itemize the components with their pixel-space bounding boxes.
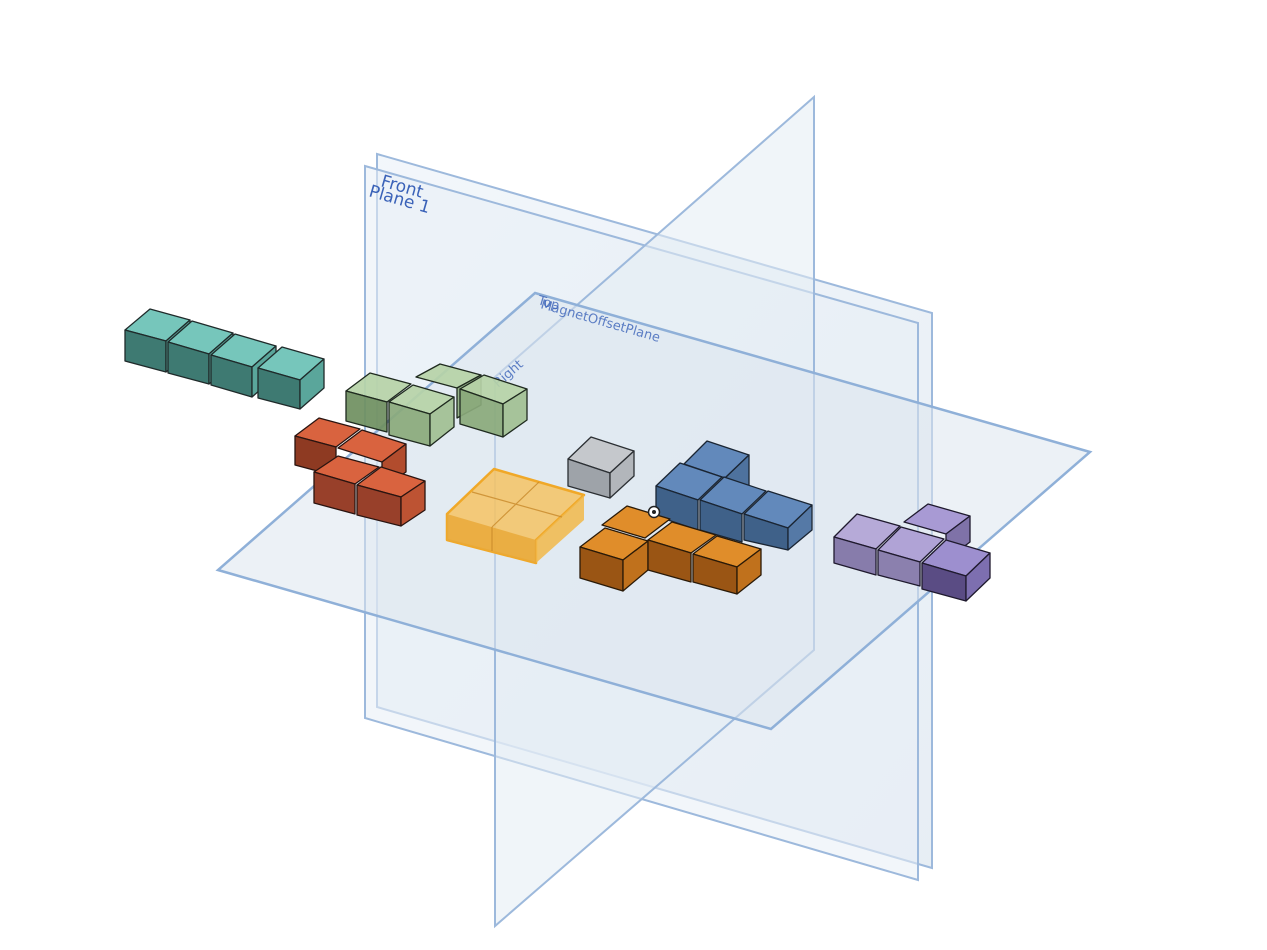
part-green-s-piece[interactable] — [345, 363, 528, 447]
mate-connector-icon[interactable] — [647, 505, 661, 519]
part-purple-t-piece[interactable] — [833, 503, 991, 602]
part-blue-l-piece[interactable] — [655, 440, 813, 551]
plane-label-top: Top — [535, 293, 561, 314]
part-red-z-piece[interactable] — [294, 417, 426, 527]
part-orange-j-piece[interactable] — [579, 505, 762, 595]
part-gray-cube[interactable] — [567, 436, 635, 499]
part-teal-i-piece[interactable] — [124, 308, 325, 410]
part-yellow-o-piece[interactable] — [445, 467, 586, 565]
